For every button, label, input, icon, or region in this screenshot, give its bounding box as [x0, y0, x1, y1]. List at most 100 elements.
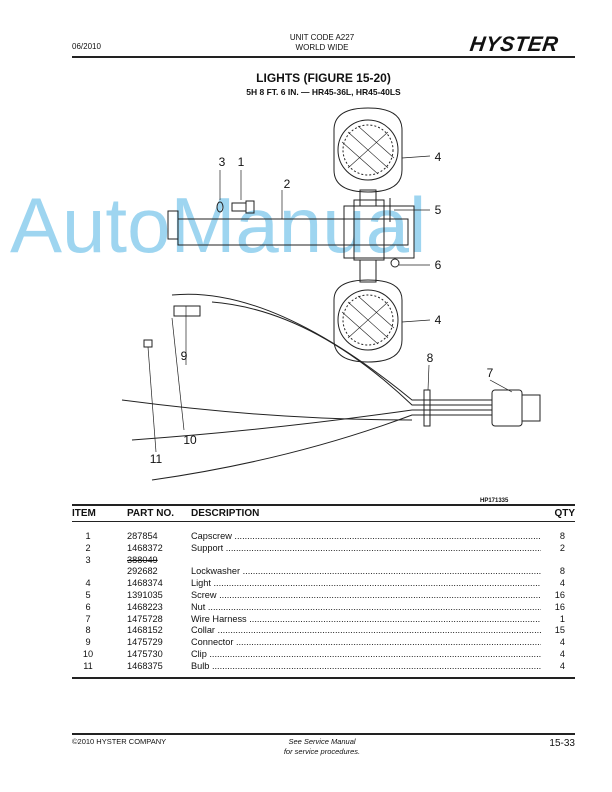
callout-1: 1 [238, 155, 245, 169]
qty-cell: 4 [559, 648, 565, 659]
table-bottom-rule [72, 677, 575, 679]
table-row: 1 287854 Capscrew 8 [72, 531, 575, 543]
qty-cell: 4 [559, 578, 565, 589]
table-row: 10 1475730 Clip 4 [72, 649, 575, 661]
table-row: 6 1468223 Nut 16 [72, 602, 575, 614]
callout-11: 11 [150, 452, 163, 466]
callout-5: 5 [435, 203, 442, 217]
watermark: AutoManual [10, 181, 427, 269]
header-rule [72, 56, 575, 58]
wire-harness [121, 293, 541, 481]
qty-cell: 4 [559, 660, 565, 671]
qty-cell: 1 [559, 613, 565, 624]
callout-4-lower: 4 [435, 313, 442, 327]
footer-rule [72, 733, 575, 735]
leader-lines [147, 155, 513, 453]
description-cell: Light [191, 578, 541, 590]
description-cell: Clip [191, 649, 541, 661]
description-cell: Collar [191, 625, 541, 637]
lower-light [333, 259, 403, 363]
item-cell: 6 [85, 601, 91, 612]
page-number: 15-33 [549, 738, 575, 749]
qty-cell: 4 [559, 637, 565, 648]
description-cell: Support [191, 543, 541, 555]
table-row: 2 1468372 Support 2 [72, 543, 575, 555]
capscrew-lockwasher [216, 198, 400, 268]
col-header-item: ITEM [72, 508, 96, 519]
service-note-line2: for service procedures. [283, 747, 361, 756]
callout-7: 7 [487, 366, 494, 380]
region-label: WORLD WIDE [295, 43, 349, 52]
col-header-description: DESCRIPTION [191, 508, 260, 519]
table-row: 7 1475728 Wire Harness 1 [72, 614, 575, 626]
callout-2: 2 [284, 177, 291, 191]
description-cell: Wire Harness [191, 614, 541, 626]
qty-cell: 15 [554, 625, 565, 636]
item-cell: 5 [85, 589, 91, 600]
item-cell: 2 [85, 542, 91, 553]
table-row: 4 1468374 Light 4 [72, 578, 575, 590]
service-note: See Service Manual for service procedure… [222, 737, 422, 757]
description-cell: Nut [191, 602, 541, 614]
revision-date: 06/2010 [72, 42, 101, 51]
callout-4-upper: 4 [435, 150, 442, 164]
part-number-cell: 388049 [127, 554, 158, 565]
service-note-line1: See Service Manual [288, 737, 356, 746]
table-row: 11 1468375 Bulb 4 [72, 661, 575, 673]
parts-table: 1287854Capscrew821468372Support233880492… [72, 531, 575, 673]
lights-exploded-diagram: 3 1 2 4 5 6 4 9 8 7 10 11 [121, 107, 541, 481]
header-underline [72, 521, 575, 522]
callout-8: 8 [427, 351, 434, 365]
table-row: 9 1475729 Connector 4 [72, 637, 575, 649]
unit-code: UNIT CODE A227 WORLD WIDE [222, 33, 422, 53]
page-title: LIGHTS (FIGURE 15-20) [256, 71, 391, 85]
qty-cell: 16 [554, 589, 565, 600]
callout-6: 6 [435, 258, 442, 272]
item-cell: 10 [82, 648, 94, 659]
description-cell: Screw [191, 590, 541, 602]
page-subtitle: 5H 8 FT. 6 IN. — HR45-36L, HR45-40LS [246, 87, 401, 97]
table-row: 3 388049 [72, 555, 575, 567]
part-number-cell: 1391035 [127, 589, 163, 600]
support-bar [167, 199, 415, 261]
part-number-cell: 1468375 [127, 660, 163, 671]
part-number-cell: 1468223 [127, 601, 163, 612]
table-row: 8 1468152 Collar 15 [72, 625, 575, 637]
table-top-rule [72, 504, 575, 506]
table-row: 5 1391035 Screw 16 [72, 590, 575, 602]
part-number-cell: 1468374 [127, 578, 163, 589]
part-number-cell: 1475730 [127, 648, 163, 659]
item-cell: 8 [85, 625, 91, 636]
figure-id: HP171335 [480, 498, 509, 504]
qty-cell: 8 [559, 531, 565, 541]
item-cell: 9 [85, 637, 91, 648]
description-cell: Bulb [191, 661, 541, 673]
part-number-cell: 1468372 [127, 542, 163, 553]
description-cell: Capscrew [191, 531, 541, 543]
item-cell: 11 [83, 660, 93, 671]
item-cell: 1 [85, 531, 91, 541]
hyster-logo: HYSTER [468, 33, 560, 56]
qty-cell: 16 [554, 601, 565, 612]
callout-10: 10 [183, 433, 197, 447]
item-cell: 3 [85, 554, 91, 565]
unit-code-label: UNIT CODE A227 [289, 33, 355, 42]
part-number-cell: 287854 [127, 531, 158, 541]
description-cell: Lockwasher [191, 566, 541, 578]
qty-cell: 8 [559, 566, 565, 577]
qty-cell: 2 [559, 542, 565, 553]
col-header-qty: QTY [554, 508, 575, 519]
item-cell: 7 [85, 613, 91, 624]
table-row: 292682 Lockwasher 8 [72, 566, 575, 578]
part-number-cell: 1475728 [127, 613, 163, 624]
callout-3: 3 [219, 155, 226, 169]
callout-9: 9 [181, 349, 188, 363]
copyright: ©2010 HYSTER COMPANY [72, 737, 167, 746]
item-cell: 4 [85, 578, 91, 589]
part-number-cell: 1468152 [127, 625, 163, 636]
description-cell: Connector [191, 637, 541, 649]
col-header-part: PART NO. [127, 508, 175, 519]
upper-light [333, 107, 403, 207]
part-number-cell: 1475729 [127, 637, 163, 648]
part-number-cell: 292682 [127, 566, 158, 577]
